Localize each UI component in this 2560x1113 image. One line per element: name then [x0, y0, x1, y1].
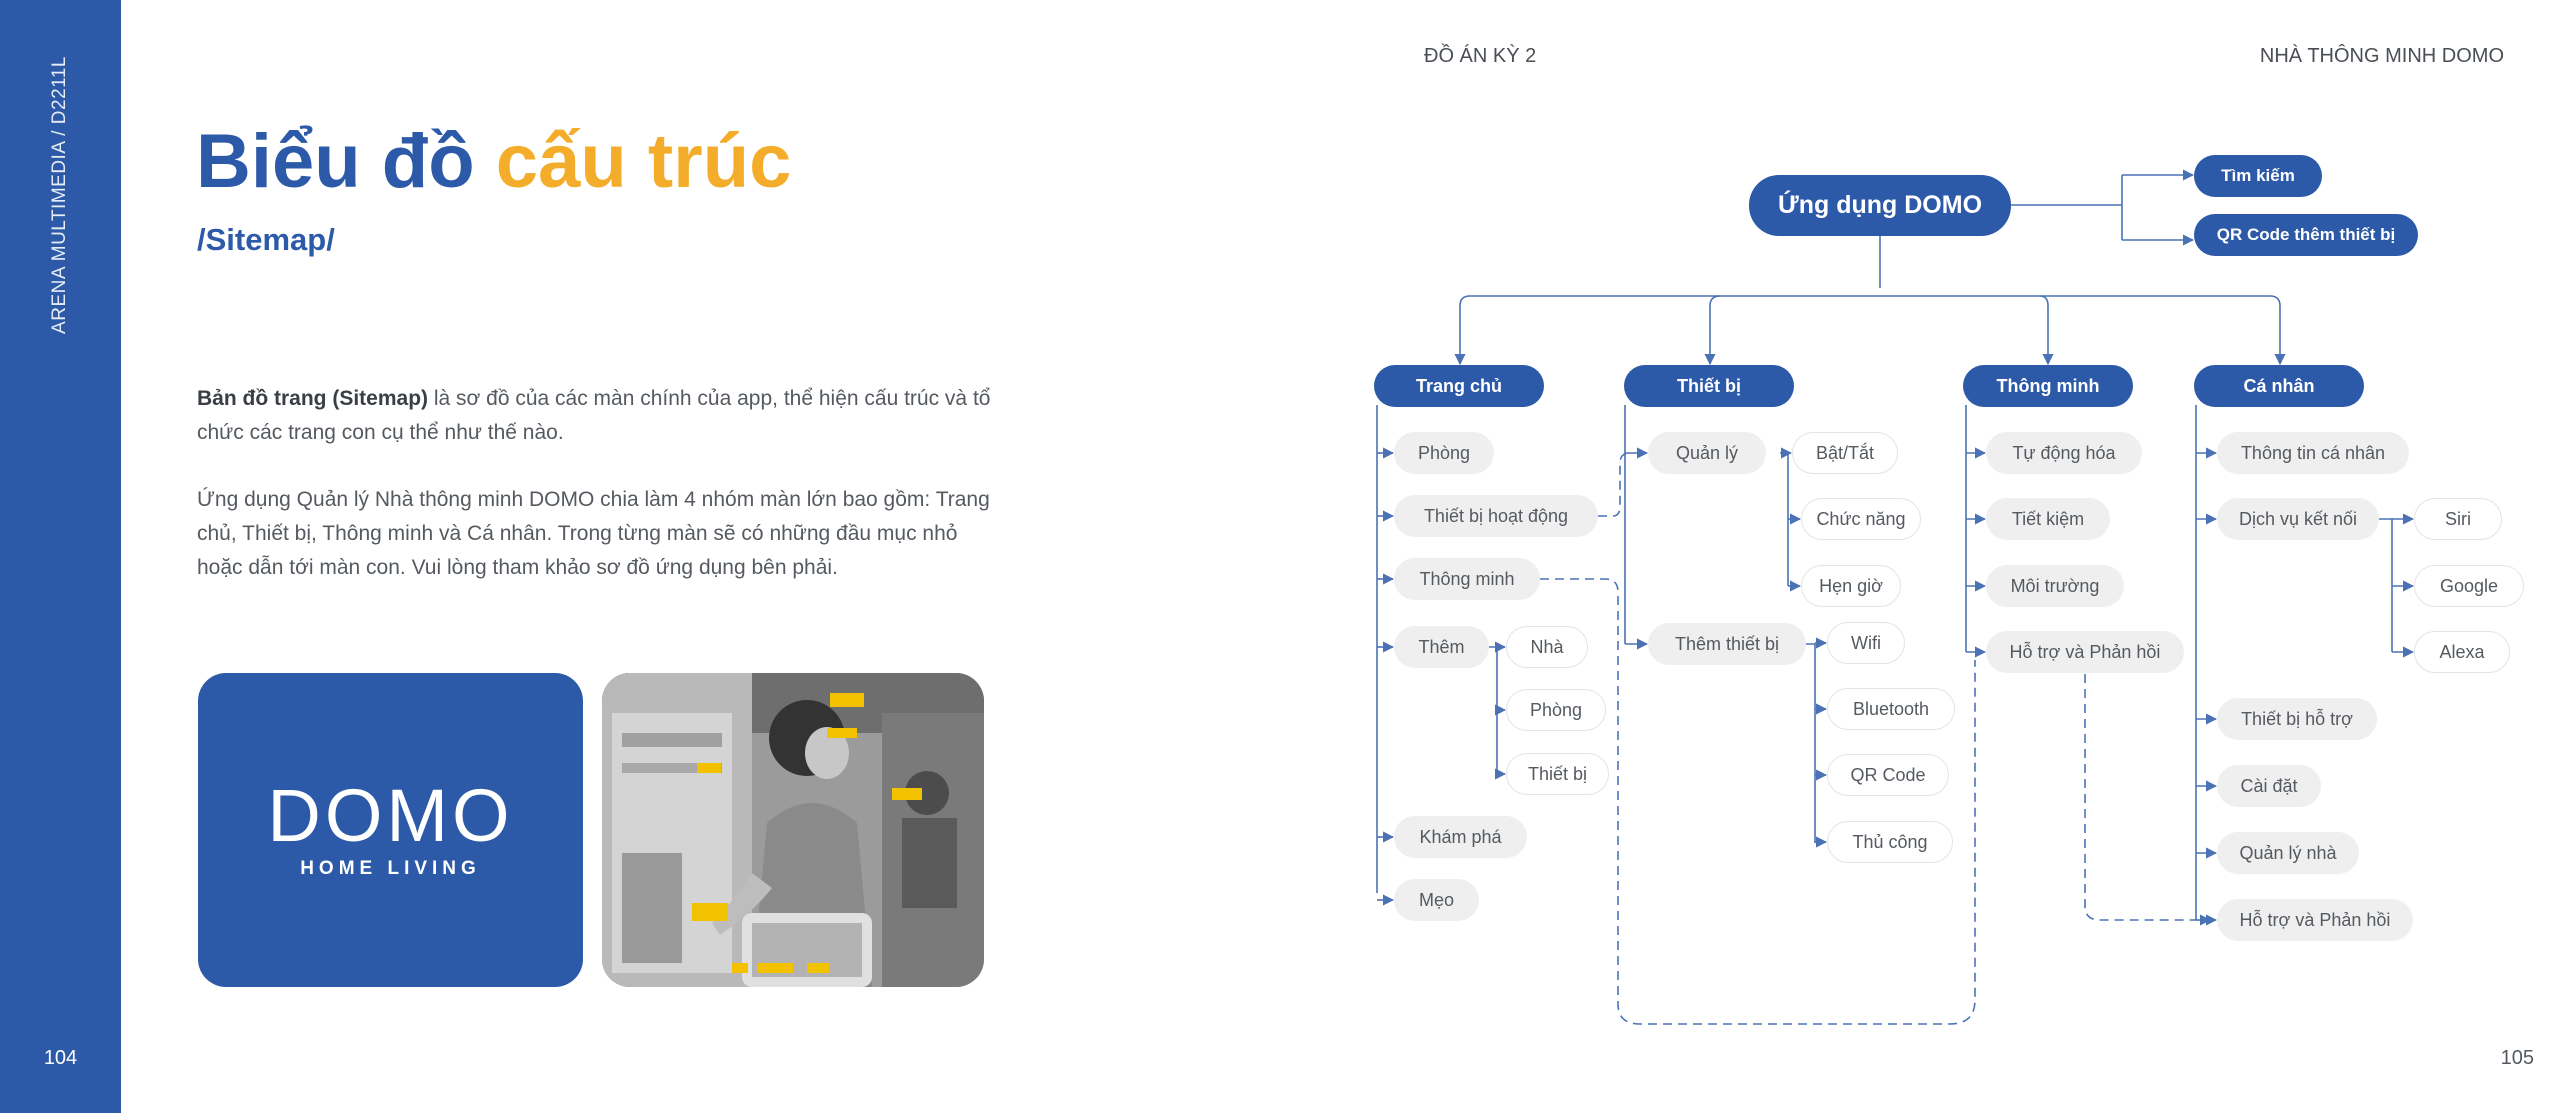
node-thong-tin-ca-nhan: Thông tin cá nhân [2217, 432, 2409, 474]
page-number-right: 105 [2500, 1047, 2534, 1069]
node-dich-vu-ket-noi: Dịch vụ kết nối [2217, 498, 2379, 540]
node-them-thiet-bi: Thêm thiết bị [1648, 623, 1806, 665]
node-bluetooth: Bluetooth [1827, 688, 1955, 730]
node-cai-dat: Cài đặt [2217, 765, 2321, 807]
title-main: Biểu đồ [196, 119, 475, 204]
node-qr-code: QR Code [1827, 754, 1949, 796]
node-ho-tro-phan-hoi-smart: Hỗ trợ và Phản hồi [1986, 631, 2184, 673]
node-alexa: Alexa [2414, 631, 2510, 673]
intro-paragraph-1: Bản đồ trang (Sitemap) là sơ đồ của các … [197, 382, 1002, 450]
node-them: Thêm [1394, 626, 1489, 668]
page-subtitle: /Sitemap/ [197, 222, 335, 257]
intro-bold-term: Bản đồ trang (Sitemap) [197, 387, 429, 410]
node-them-thiet-bi-home: Thiết bị [1506, 753, 1609, 795]
domo-logo-card: DOMO HOME LIVING [198, 673, 583, 987]
page-number-left: 104 [43, 1047, 78, 1069]
node-qr-add-device: QR Code thêm thiết bị [2194, 214, 2418, 256]
node-thong-minh: Thông minh [1963, 365, 2133, 407]
kiosk-photo-illustration [602, 673, 984, 987]
node-meo: Mẹo [1394, 879, 1479, 921]
header-brand: NHÀ THÔNG MINH DOMO [2259, 45, 2504, 67]
kiosk-photo [602, 673, 984, 987]
node-bat-tat: Bật/Tắt [1792, 432, 1898, 474]
node-ca-nhan: Cá nhân [2194, 365, 2364, 407]
node-tu-dong-hoa: Tự động hóa [1986, 432, 2142, 474]
sidebar-label: ARENA MULTIMEDIA / D2211L [49, 56, 70, 334]
domo-tagline: HOME LIVING [300, 858, 481, 879]
node-phong: Phòng [1394, 432, 1494, 474]
title-accent: cấu trúc [495, 119, 792, 204]
node-nha: Nhà [1506, 626, 1588, 668]
sitemap-root: Ứng dụng DOMO [1749, 175, 2011, 236]
node-hen-gio: Hẹn giờ [1801, 565, 1901, 607]
node-them-phong: Phòng [1506, 689, 1606, 731]
domo-wordmark: DOMO [267, 774, 514, 857]
node-thiet-bi: Thiết bị [1624, 365, 1794, 407]
node-siri: Siri [2414, 498, 2502, 540]
node-moi-truong: Môi trường [1986, 565, 2124, 607]
intro-p1-text: là sơ đồ của các màn chính của app, thể … [197, 387, 991, 444]
header-project: ĐỒ ÁN KỲ 2 [1424, 45, 1537, 67]
node-ho-tro-phan-hoi-personal: Hỗ trợ và Phản hồi [2217, 899, 2413, 941]
node-google: Google [2414, 565, 2524, 607]
node-wifi: Wifi [1827, 622, 1905, 664]
node-search: Tìm kiếm [2194, 155, 2322, 197]
node-quan-ly: Quản lý [1648, 432, 1766, 474]
node-thong-minh-home: Thông minh [1394, 558, 1540, 600]
node-thiet-bi-ho-tro: Thiết bị hỗ trợ [2217, 698, 2377, 740]
node-thiet-bi-hoat-dong: Thiết bị hoạt động [1394, 495, 1598, 537]
node-chuc-nang: Chức năng [1801, 498, 1921, 540]
node-trang-chu: Trang chủ [1374, 365, 1544, 407]
node-thu-cong: Thủ công [1827, 821, 1953, 863]
sidebar: ARENA MULTIMEDIA / D2211L 104 [0, 0, 121, 1113]
intro-paragraph-2: Ứng dụng Quản lý Nhà thông minh DOMO chi… [197, 488, 990, 579]
node-tiet-kiem: Tiết kiệm [1986, 498, 2110, 540]
node-kham-pha: Khám phá [1394, 816, 1527, 858]
page-title: Biểu đồ cấu trúc [196, 120, 791, 204]
node-quan-ly-nha: Quản lý nhà [2217, 832, 2359, 874]
